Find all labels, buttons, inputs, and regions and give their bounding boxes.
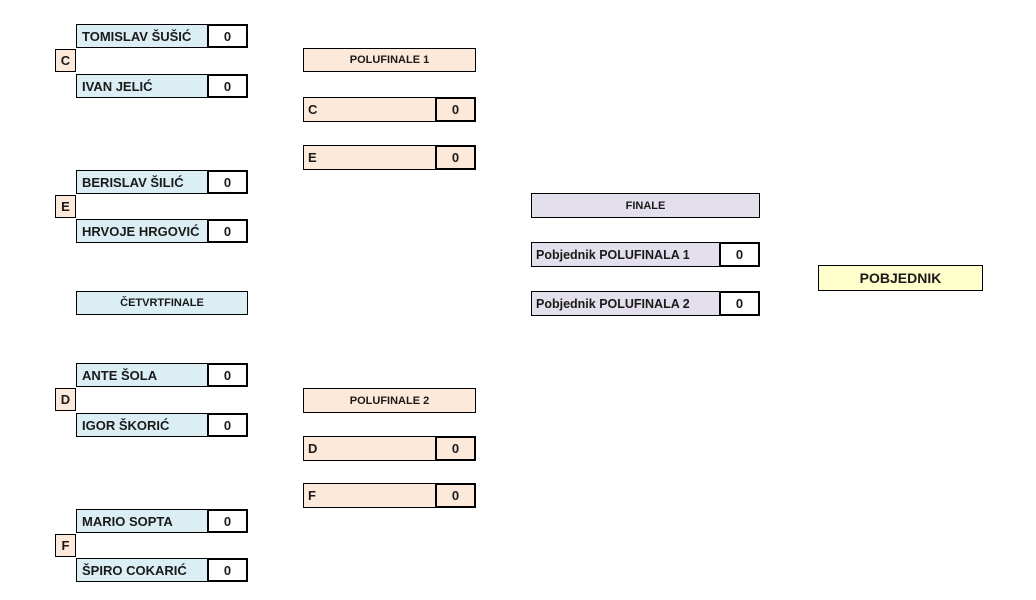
qf-match-d-player1-row: ANTE ŠOLA 0 — [76, 363, 248, 387]
qf-match-f-group-label: F — [55, 534, 76, 557]
final-entry2-score-cell[interactable]: 0 — [719, 291, 760, 316]
semifinal1-header: POLUFINALE 1 — [303, 48, 476, 72]
semifinal1-entry2-score-cell[interactable]: 0 — [435, 145, 476, 170]
semifinal1-entry2-row: E 0 — [303, 145, 476, 170]
qf-match-d-player1-name: ANTE ŠOLA — [82, 367, 158, 383]
semifinal2-entry2-row: F 0 — [303, 483, 476, 508]
final-entry1-row: Pobjednik POLUFINALA 1 0 — [531, 242, 760, 267]
semifinal2-entry1-row: D 0 — [303, 436, 476, 461]
final-entry2-row: Pobjednik POLUFINALA 2 0 — [531, 291, 760, 316]
quarterfinal-round-header: ČETVRTFINALE — [76, 291, 248, 315]
qf-match-f-player2-score-cell[interactable]: 0 — [207, 558, 248, 582]
qf-match-f-player2-name: ŠPIRO COKARIĆ — [82, 562, 187, 578]
qf-match-f-player2-row: ŠPIRO COKARIĆ 0 — [76, 558, 248, 582]
semifinal2-entry2-score-cell[interactable]: 0 — [435, 483, 476, 508]
final-entry1-source: Pobjednik POLUFINALA 1 — [536, 247, 690, 262]
final-entry1-score-cell[interactable]: 0 — [719, 242, 760, 267]
qf-match-d-player2-name: IGOR ŠKORIĆ — [82, 417, 170, 433]
semifinal1-entry1-score-cell[interactable]: 0 — [435, 97, 476, 122]
qf-match-e-player1-score-cell[interactable]: 0 — [207, 170, 248, 194]
qf-match-e-player2-row: HRVOJE HRGOVIĆ 0 — [76, 219, 248, 243]
qf-match-c-player1-score-cell[interactable]: 0 — [207, 24, 248, 48]
qf-match-e-player1-name: BERISLAV ŠILIĆ — [82, 174, 184, 190]
semifinal2-entry1-source: D — [308, 441, 318, 456]
final-header: FINALE — [531, 193, 760, 218]
semifinal1-entry1-row: C 0 — [303, 97, 476, 122]
semifinal2-header: POLUFINALE 2 — [303, 388, 476, 413]
semifinal1-entry1-source: C — [308, 102, 318, 117]
qf-match-c-player2-name: IVAN JELIĆ — [82, 78, 153, 94]
final-entry2-source: Pobjednik POLUFINALA 2 — [536, 296, 690, 311]
qf-match-c-player2-row: IVAN JELIĆ 0 — [76, 74, 248, 98]
semifinal2-entry1-score-cell[interactable]: 0 — [435, 436, 476, 461]
qf-match-c-player1-row: TOMISLAV ŠUŠIĆ 0 — [76, 24, 248, 48]
qf-match-c-player2-score-cell[interactable]: 0 — [207, 74, 248, 98]
qf-match-d-player2-score-cell[interactable]: 0 — [207, 413, 248, 437]
qf-match-e-player1-row: BERISLAV ŠILIĆ 0 — [76, 170, 248, 194]
qf-match-d-group-label: D — [55, 388, 76, 411]
semifinal1-entry2-source: E — [308, 150, 317, 165]
qf-match-e-group-label: E — [55, 195, 76, 218]
qf-match-f-player1-row: MARIO SOPTA 0 — [76, 509, 248, 533]
winner-box: POBJEDNIK — [818, 265, 983, 291]
qf-match-f-player1-score-cell[interactable]: 0 — [207, 509, 248, 533]
qf-match-d-player1-score-cell[interactable]: 0 — [207, 363, 248, 387]
qf-match-c-player1-name: TOMISLAV ŠUŠIĆ — [82, 28, 192, 44]
qf-match-e-player2-score-cell[interactable]: 0 — [207, 219, 248, 243]
qf-match-c-group-label: C — [55, 49, 76, 72]
qf-match-f-player1-name: MARIO SOPTA — [82, 513, 173, 529]
semifinal2-entry2-source: F — [308, 488, 316, 503]
qf-match-e-player2-name: HRVOJE HRGOVIĆ — [82, 223, 200, 239]
qf-match-d-player2-row: IGOR ŠKORIĆ 0 — [76, 413, 248, 437]
